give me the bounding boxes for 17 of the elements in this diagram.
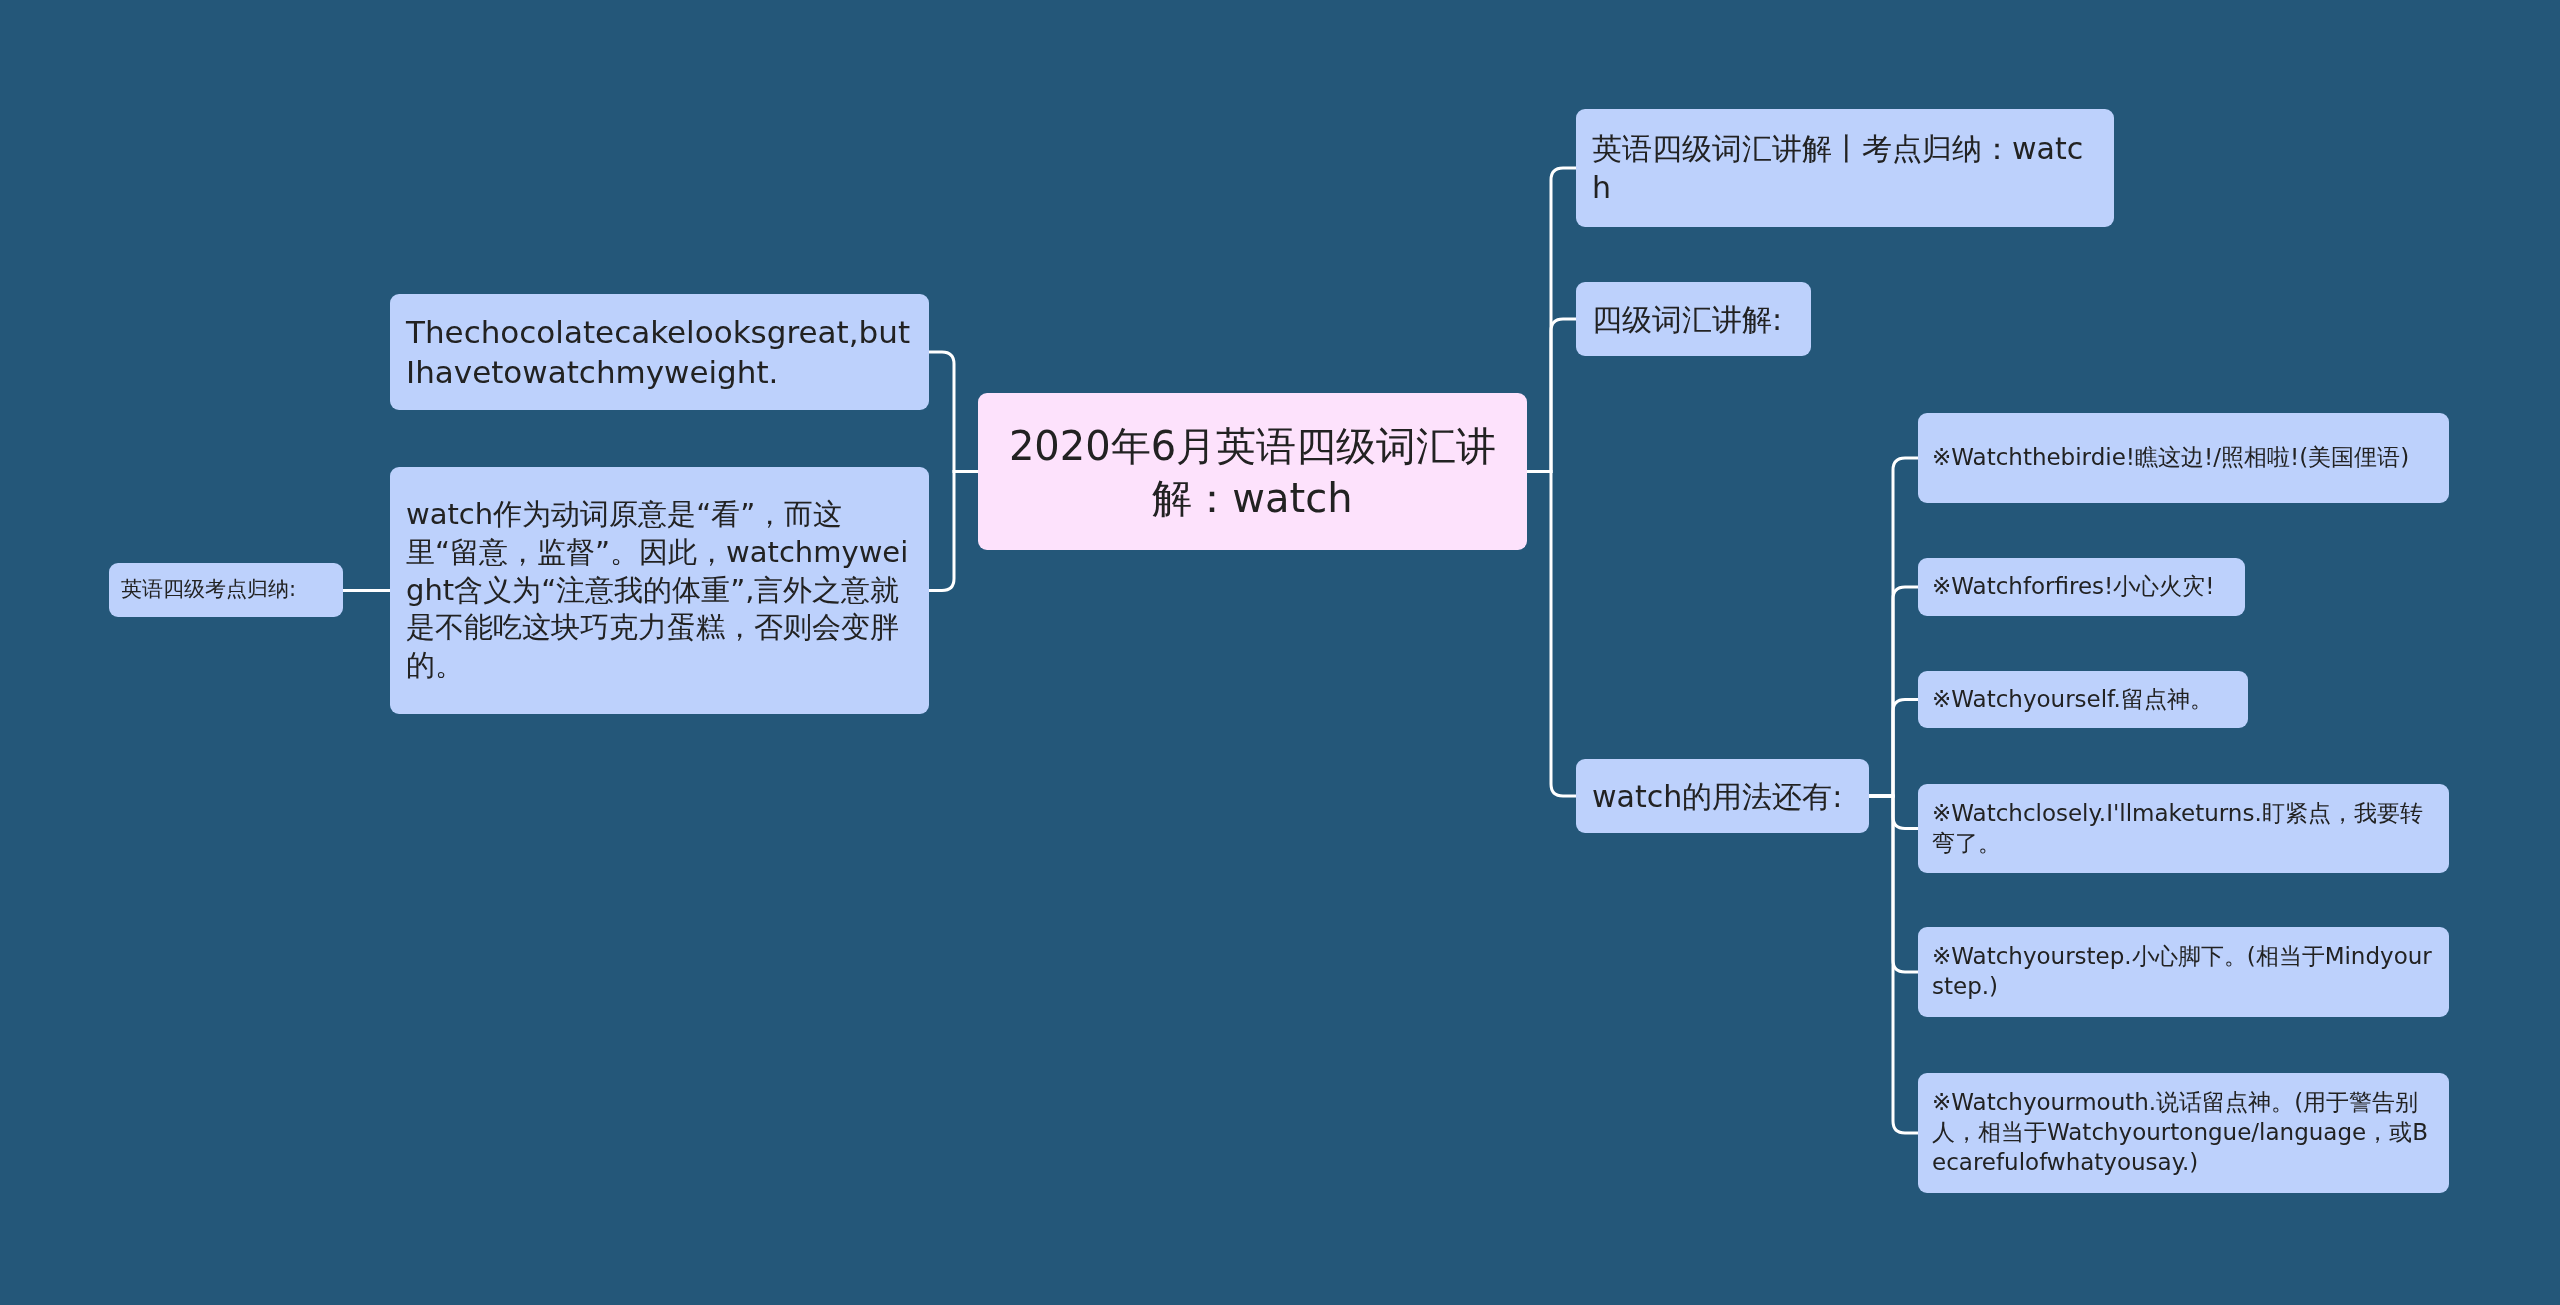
topic-box: 英语四级词汇讲解丨考点归纳：watch — [1576, 109, 2114, 227]
topic-box: ※Watchyourself.留点神。 — [1918, 671, 2248, 728]
topic-box: watch的用法还有: — [1576, 759, 1869, 833]
topic-box: watch作为动词原意是“看”，而这里“留意，监督”。因此，watchmyweight含义为“注意我的体重”,言外之意就是不能吃这块巧克力蛋糕，否则会变胖的。 — [390, 467, 929, 714]
topic-box: Thechocolatecakelooksgreat,butIhavetowatchmyweight. — [390, 294, 929, 410]
topic-box: ※Watchclosely.I'llmaketurns.盯紧点，我要转弯了。 — [1918, 784, 2449, 873]
connector-line — [1527, 470, 1576, 798]
topic-box: ※Watchyourstep.小心脚下。(相当于Mindyourstep.) — [1918, 927, 2449, 1017]
connector-line — [343, 589, 390, 592]
topic-box: 四级词汇讲解: — [1576, 282, 1811, 356]
central-topic-box: 2020年6月英语四级词汇讲解：watch — [978, 393, 1527, 550]
topic-box: ※Watchforfires!小心火灾! — [1918, 558, 2245, 616]
topic-box: 英语四级考点归纳: — [109, 563, 343, 617]
topic-box: ※Watchyourmouth.说话留点神。(用于警告别人，相当于Watchyourtongue/language，或Becarefulofwhatyousay.) — [1918, 1073, 2449, 1193]
connector-line — [929, 470, 978, 592]
connector-line — [1869, 794, 1918, 1135]
topic-box: ※Watchthebirdie!瞧这边!/照相啦!(美国俚语) — [1918, 413, 2449, 503]
